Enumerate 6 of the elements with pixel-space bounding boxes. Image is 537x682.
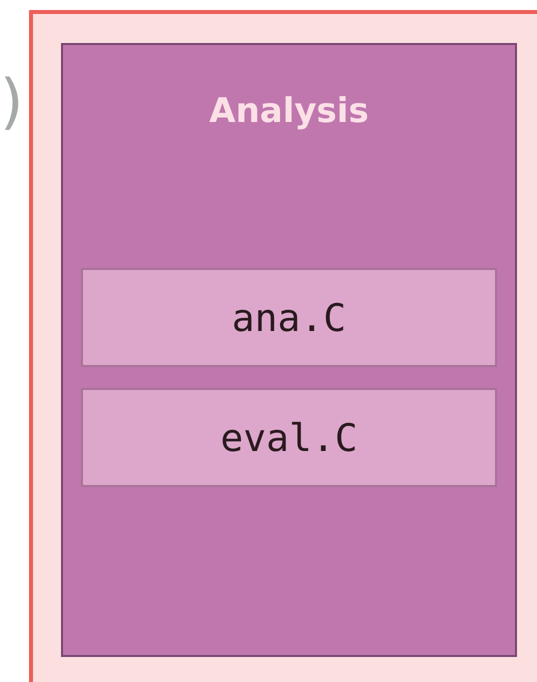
file-box: eval.C [81,388,497,487]
group-background [29,10,537,682]
parenthesis: ) [0,72,24,132]
module-title: Analysis [208,91,370,131]
file-box: ana.C [81,268,497,367]
module-box [61,43,517,657]
